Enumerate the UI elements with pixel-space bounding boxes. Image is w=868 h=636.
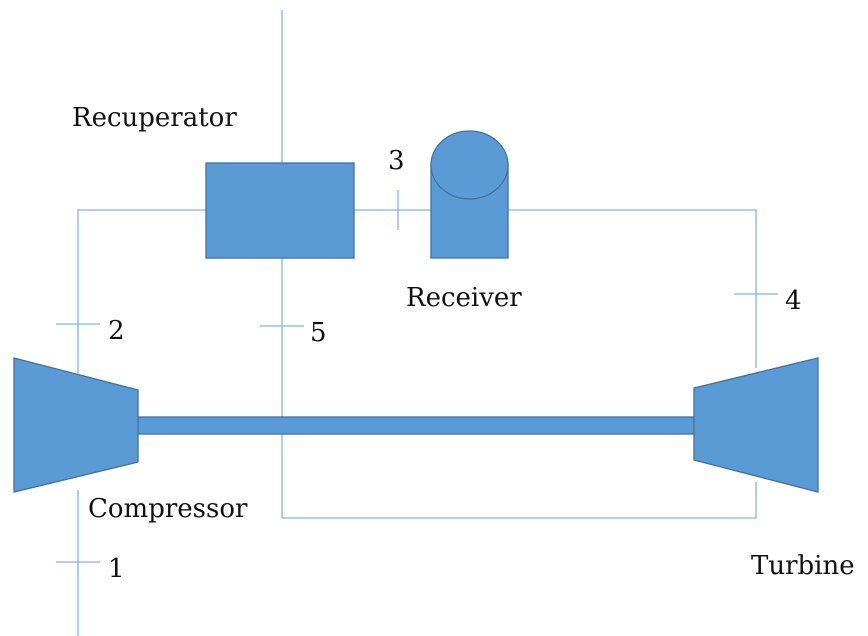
turbine-to-recuperator-line (281, 258, 757, 519)
receiver-to-turbine-line (508, 209, 757, 368)
receiver-top (430, 130, 509, 200)
compressor-shape (13, 357, 139, 493)
receiver-shape (430, 130, 509, 259)
recuperator-shape (205, 162, 355, 259)
compressor-label: Compressor (88, 494, 248, 524)
shaft (136, 416, 696, 435)
state-point-1-label: 1 (108, 554, 125, 584)
state-point-2-label: 2 (108, 316, 125, 346)
flow-lines (77, 10, 757, 636)
turbine-shape (693, 357, 819, 493)
state-point-3-label: 3 (388, 146, 405, 176)
state-point-4-label: 4 (785, 286, 802, 316)
state-point-ticks (56, 190, 778, 563)
recuperator-label: Recuperator (72, 103, 237, 133)
receiver-label: Receiver (406, 283, 522, 313)
compressor-to-recuperator-line (77, 209, 206, 385)
turbine-label: Turbine (751, 551, 855, 581)
state-point-5-label: 5 (310, 318, 327, 348)
